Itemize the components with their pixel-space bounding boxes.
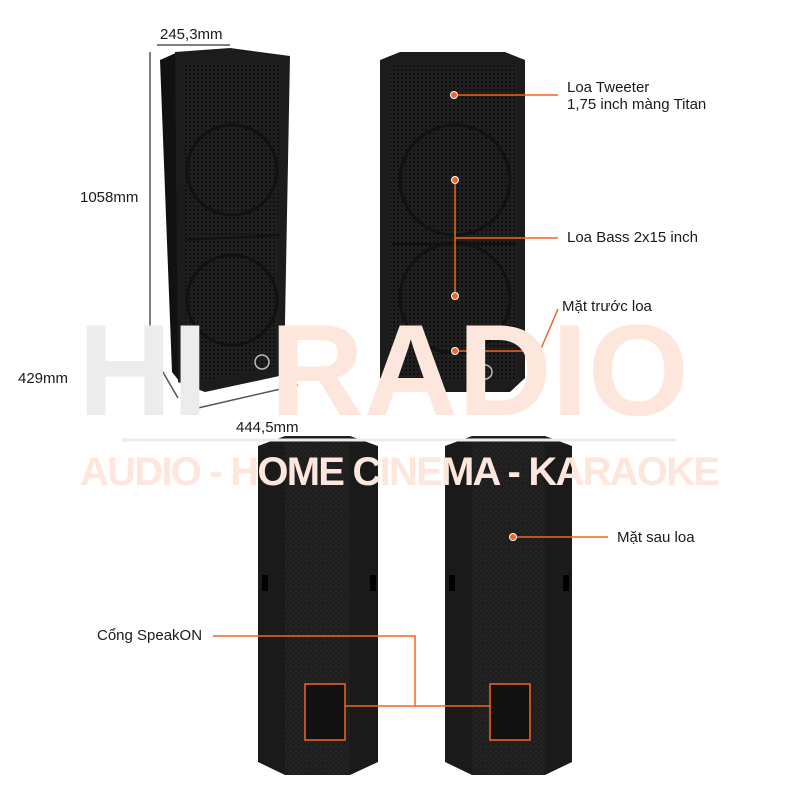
watermark: HI RADIO AUDIO - HOME CINEMA - KARAOKE bbox=[78, 297, 720, 494]
label-front: Mặt trước loa bbox=[562, 298, 652, 315]
brand-logo-badge-icon bbox=[254, 354, 270, 370]
label-tweeter: Loa Tweeter bbox=[567, 79, 650, 96]
dim-side: 429mm bbox=[18, 370, 69, 387]
back-dot bbox=[509, 533, 517, 541]
speakon-panel-icon bbox=[304, 683, 346, 741]
label-bass: Loa Bass 2x15 inch bbox=[567, 229, 698, 246]
label-speakon: Cổng SpeakON bbox=[97, 627, 203, 644]
speaker-front-angled-icon bbox=[160, 48, 290, 392]
speakon-panel-icon bbox=[489, 683, 531, 741]
speaker-back-right-icon bbox=[445, 436, 572, 775]
bass-dot-upper bbox=[451, 176, 459, 184]
bass-dot-lower bbox=[451, 292, 459, 300]
label-back: Mặt sau loa bbox=[617, 529, 695, 546]
tweeter-dot bbox=[450, 91, 458, 99]
dimension-arrows bbox=[149, 44, 299, 409]
annotation-dots bbox=[450, 91, 517, 541]
dim-height: 1058mm bbox=[80, 189, 139, 206]
speaker-front-icon bbox=[380, 52, 525, 392]
watermark-hi: HI bbox=[78, 297, 208, 443]
dim-width: 444,5mm bbox=[236, 419, 299, 436]
dim-depth: 245,3mm bbox=[160, 26, 223, 43]
watermark-tagline: AUDIO - HOME CINEMA - KARAOKE bbox=[80, 450, 720, 494]
brand-logo-badge-icon bbox=[477, 364, 493, 380]
annotation-lines bbox=[213, 94, 608, 707]
front-dot bbox=[451, 347, 459, 355]
watermark-radio: RADIO bbox=[270, 297, 689, 443]
label-tweeter-spec: 1,75 inch màng Titan bbox=[567, 96, 707, 113]
speaker-back-left-icon bbox=[258, 436, 378, 775]
